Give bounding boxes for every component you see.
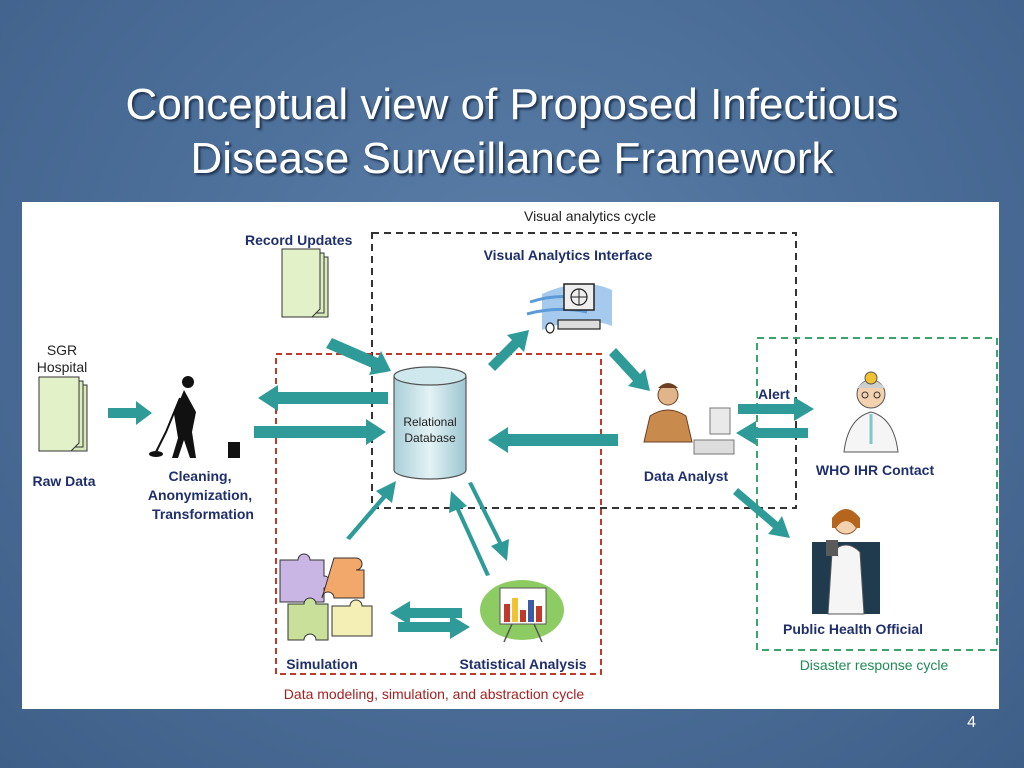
arrow-raw-to-cleaning bbox=[108, 401, 152, 425]
who-contact-label: WHO IHR Contact bbox=[815, 462, 935, 478]
record-updates-icon bbox=[281, 248, 329, 318]
computer-icon bbox=[526, 283, 612, 334]
cleaning-label-3: Transformation bbox=[152, 506, 254, 522]
flow-arrows bbox=[108, 330, 814, 639]
data-analyst-icon bbox=[643, 383, 735, 455]
arrow-records-to-db bbox=[326, 338, 391, 375]
database-label-2: Database bbox=[404, 431, 456, 445]
public-health-label: Public Health Official bbox=[782, 621, 924, 637]
diagram-panel: Visual analytics cycle Data modeling, si… bbox=[22, 202, 999, 709]
arrow-stats-to-simulation bbox=[390, 601, 462, 625]
arrow-stats-to-db bbox=[449, 491, 490, 576]
arrow-alert-to-who bbox=[738, 397, 814, 421]
arrow-db-to-interface bbox=[488, 330, 529, 371]
slide-title: Conceptual view of Proposed Infectious D… bbox=[0, 78, 1024, 186]
cleaning-label-1: Cleaning, bbox=[168, 468, 232, 484]
arrow-analyst-to-db bbox=[488, 427, 618, 453]
sgr-label: SGR bbox=[46, 342, 78, 358]
record-updates-label: Record Updates bbox=[245, 232, 353, 248]
disaster-cycle-box bbox=[756, 337, 998, 651]
disaster-cycle-label: Disaster response cycle bbox=[799, 657, 949, 673]
modeling-cycle-label: Data modeling, simulation, and abstracti… bbox=[283, 686, 585, 702]
title-line-1: Conceptual view of Proposed Infectious bbox=[125, 80, 899, 129]
arrow-db-to-cleaning bbox=[258, 385, 388, 411]
raw-data-icon bbox=[38, 376, 88, 452]
arrow-simulation-to-stats bbox=[398, 615, 470, 639]
who-doctor-icon bbox=[843, 371, 899, 453]
data-analyst-label: Data Analyst bbox=[643, 468, 729, 484]
raw-data-label: Raw Data bbox=[32, 473, 96, 489]
alert-label: Alert bbox=[758, 386, 790, 402]
visual-interface-label: Visual Analytics Interface bbox=[483, 247, 653, 263]
arrow-cleaning-to-db bbox=[254, 419, 386, 445]
modeling-cycle-box bbox=[275, 353, 602, 675]
simulation-label: Simulation bbox=[286, 656, 358, 672]
cleaner-figure-icon bbox=[149, 376, 240, 458]
statistical-chart-icon bbox=[480, 580, 564, 643]
arrow-db-to-stats bbox=[468, 482, 509, 561]
public-health-official-icon bbox=[812, 509, 880, 615]
arrow-simulation-to-db bbox=[346, 481, 396, 540]
arrow-analyst-to-official bbox=[733, 488, 790, 538]
diagram-canvas bbox=[38, 232, 998, 675]
arrow-interface-to-analyst bbox=[609, 348, 650, 391]
hospital-label: Hospital bbox=[36, 359, 88, 375]
statistical-label: Statistical Analysis bbox=[459, 656, 587, 672]
visual-cycle-label: Visual analytics cycle bbox=[523, 208, 657, 224]
cleaning-label-2: Anonymization, bbox=[147, 487, 253, 503]
title-line-2: Disease Surveillance Framework bbox=[190, 134, 834, 183]
relational-database-icon bbox=[393, 366, 467, 480]
database-label-1: Relational bbox=[403, 415, 457, 429]
simulation-puzzle-icon bbox=[279, 553, 373, 641]
arrow-who-to-analyst bbox=[736, 421, 808, 445]
page-number: 4 bbox=[967, 714, 976, 731]
